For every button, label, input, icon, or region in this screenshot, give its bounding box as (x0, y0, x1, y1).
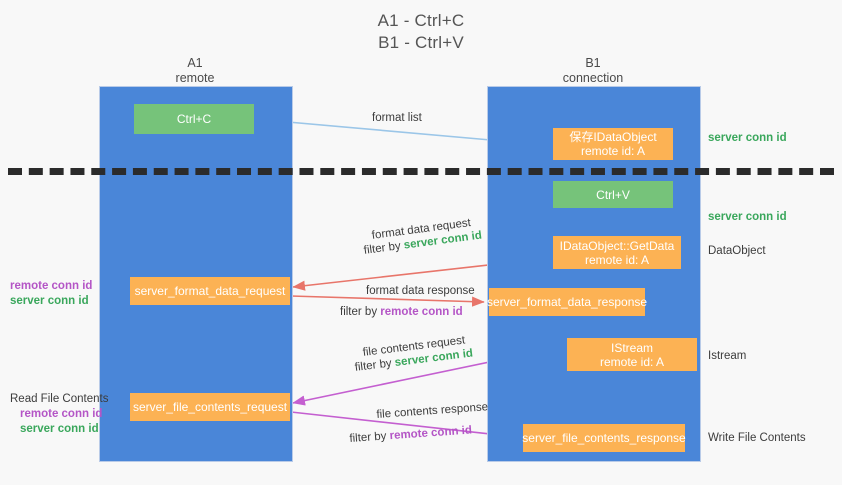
node-idataobject-getdata[interactable]: IDataObject::GetData remote id: A (553, 236, 681, 269)
annotation-read-file-contents-group: Read File Contents remote conn id server… (10, 392, 108, 437)
node-ctrl-c[interactable]: Ctrl+C (134, 104, 254, 134)
annotation-dataobject: DataObject (708, 244, 766, 259)
annotation-server-conn-id: server conn id (20, 423, 99, 435)
annotation-conn-ids-upper: remote conn id server conn id (10, 279, 92, 309)
annotation-server-conn-id-top: server conn id (708, 131, 787, 146)
node-save-idataobject[interactable]: 保存IDataObject remote id: A (553, 128, 673, 160)
filter-prefix: filter by (354, 357, 396, 374)
filter-prefix: filter by (363, 239, 405, 257)
column-a1-sub: remote (175, 71, 215, 85)
title-line-2: B1 - Ctrl+V (378, 33, 464, 52)
annotation-istream: Istream (708, 349, 746, 364)
node-istream[interactable]: IStream remote id: A (567, 338, 697, 371)
annotation-text: server conn id (708, 211, 787, 223)
annotation-text: DataObject (708, 245, 766, 257)
node-server-format-data-request-label: server_format_data_request (134, 284, 286, 298)
title-line-1: A1 - Ctrl+C (377, 11, 465, 30)
filter-prefix: filter by (340, 306, 381, 318)
edge-label-format-list: format list (372, 111, 422, 126)
node-istream-sublabel: remote id: A (599, 354, 665, 369)
node-server-format-data-request[interactable]: server_format_data_request (130, 277, 290, 305)
node-server-format-data-response[interactable]: server_format_data_response (486, 288, 648, 316)
column-b1-sub: connection (562, 71, 624, 85)
edge-label-format-list-text: format list (372, 112, 422, 124)
annotation-text: server conn id (708, 132, 787, 144)
node-ctrl-v-label: Ctrl+V (596, 187, 630, 202)
node-server-file-contents-response[interactable]: server_file_contents_response (522, 424, 686, 452)
filter-prefix: filter by (349, 430, 391, 445)
arrow-file-contents-response (290, 411, 519, 441)
node-ctrl-v[interactable]: Ctrl+V (553, 181, 673, 208)
edge-label-format-data-response: format data response (366, 284, 475, 299)
annotation-server-conn-id-mid: server conn id (708, 210, 787, 225)
arrow-format-data-response (290, 295, 485, 307)
annotation-remote-conn-id: remote conn id (10, 280, 93, 292)
node-getdata-sublabel: remote id: A (584, 252, 650, 267)
filter-token-remote-conn-id: remote conn id (380, 306, 463, 318)
annotation-write-file-contents: Write File Contents (708, 431, 806, 446)
column-a1-name: A1 (187, 56, 203, 70)
column-header-b1: B1 connection (487, 56, 699, 86)
page-title: A1 - Ctrl+C B1 - Ctrl+V (0, 10, 842, 54)
annotation-remote-conn-id: remote conn id (20, 408, 103, 420)
node-server-file-contents-request[interactable]: server_file_contents_request (130, 393, 290, 421)
node-save-idataobject-label: 保存IDataObject (569, 130, 657, 144)
node-server-file-contents-response-label: server_file_contents_response (522, 431, 686, 445)
node-istream-label: IStream (610, 340, 653, 355)
annotation-text: Write File Contents (708, 432, 806, 444)
annotation-text: Istream (708, 350, 747, 362)
column-header-a1: A1 remote (99, 56, 291, 86)
annotation-server-conn-id: server conn id (10, 295, 89, 307)
annotation-read-file-contents: Read File Contents (10, 393, 109, 405)
edge-label-format-data-response-filter: filter by remote conn id (340, 305, 463, 320)
column-b1-name: B1 (585, 56, 601, 70)
node-server-format-data-response-label: server_format_data_response (486, 295, 648, 309)
node-save-idataobject-sublabel: remote id: A (580, 144, 646, 158)
dashed-divider (8, 168, 834, 175)
node-getdata-label: IDataObject::GetData (559, 238, 675, 253)
node-ctrl-c-label: Ctrl+C (176, 112, 212, 126)
edge-label-format-data-response-text: format data response (366, 285, 475, 297)
node-server-file-contents-request-label: server_file_contents_request (132, 400, 288, 414)
